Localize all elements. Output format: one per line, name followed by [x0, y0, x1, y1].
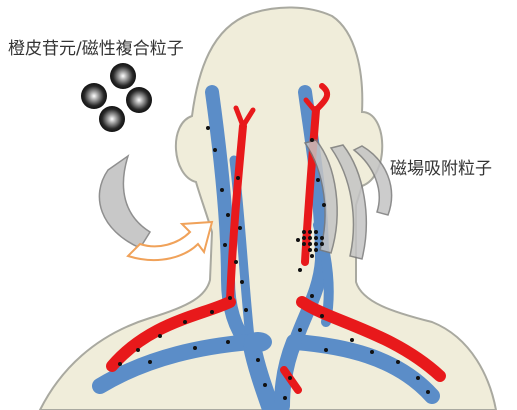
particle-dot: [310, 138, 314, 142]
particle-dot: [223, 243, 227, 247]
particle-dot: [308, 242, 312, 246]
particle-dot: [244, 308, 248, 312]
particle-dot: [320, 236, 324, 240]
particle-dot: [183, 320, 187, 324]
particle-dot: [302, 236, 306, 240]
composite-particle: [110, 63, 136, 89]
particle-dot: [193, 346, 197, 350]
particle-dot: [226, 340, 230, 344]
composite-particle: [81, 83, 107, 109]
particle-dot: [226, 213, 230, 217]
particle-dot: [314, 236, 318, 240]
particle-dot: [220, 188, 224, 192]
particle-dot: [213, 148, 217, 152]
composite-particle: [99, 106, 125, 132]
particle-dot: [416, 376, 420, 380]
particle-dot: [350, 338, 354, 342]
particle-dot: [283, 396, 287, 400]
particle-dot: [288, 376, 292, 380]
particle-dot: [238, 226, 242, 230]
particle-dot: [298, 328, 302, 332]
particle-dot: [310, 294, 314, 298]
particle-dot: [302, 242, 306, 246]
particle-dot: [316, 178, 320, 182]
particle-dot: [148, 360, 152, 364]
particle-dot: [296, 238, 300, 242]
particle-dot: [206, 126, 210, 130]
vein-junction: [244, 332, 272, 352]
particle-dot: [118, 362, 122, 366]
particle-dot: [256, 358, 260, 362]
particle-dot: [426, 390, 430, 394]
particle-dot: [308, 248, 312, 252]
composite-particle: [126, 87, 152, 113]
particles-label: 橙皮苷元/磁性複合粒子: [8, 39, 184, 59]
particle-dot: [302, 230, 306, 234]
particle-dot: [136, 348, 140, 352]
particle-dot: [308, 230, 312, 234]
particle-dot: [298, 268, 302, 272]
particle-dot: [314, 248, 318, 252]
particle-dot: [158, 334, 162, 338]
particle-dot: [234, 260, 238, 264]
particle-dot: [236, 176, 240, 180]
particle-dot: [324, 348, 328, 352]
particle-dot: [396, 360, 400, 364]
composite-particles: [81, 63, 152, 132]
particle-dot: [320, 242, 324, 246]
particle-dot: [228, 296, 232, 300]
curved-arrow-band: [99, 156, 150, 248]
particle-dot: [310, 254, 314, 258]
magnet-label: 磁場吸附粒子: [390, 159, 492, 179]
particle-dot: [308, 236, 312, 240]
particle-dot: [320, 314, 324, 318]
particle-dot: [263, 383, 267, 387]
particle-dot: [210, 310, 214, 314]
particle-dot: [370, 350, 374, 354]
particle-dot: [314, 242, 318, 246]
particle-dot: [240, 280, 244, 284]
particle-dot: [314, 230, 318, 234]
particle-dot: [322, 203, 326, 207]
